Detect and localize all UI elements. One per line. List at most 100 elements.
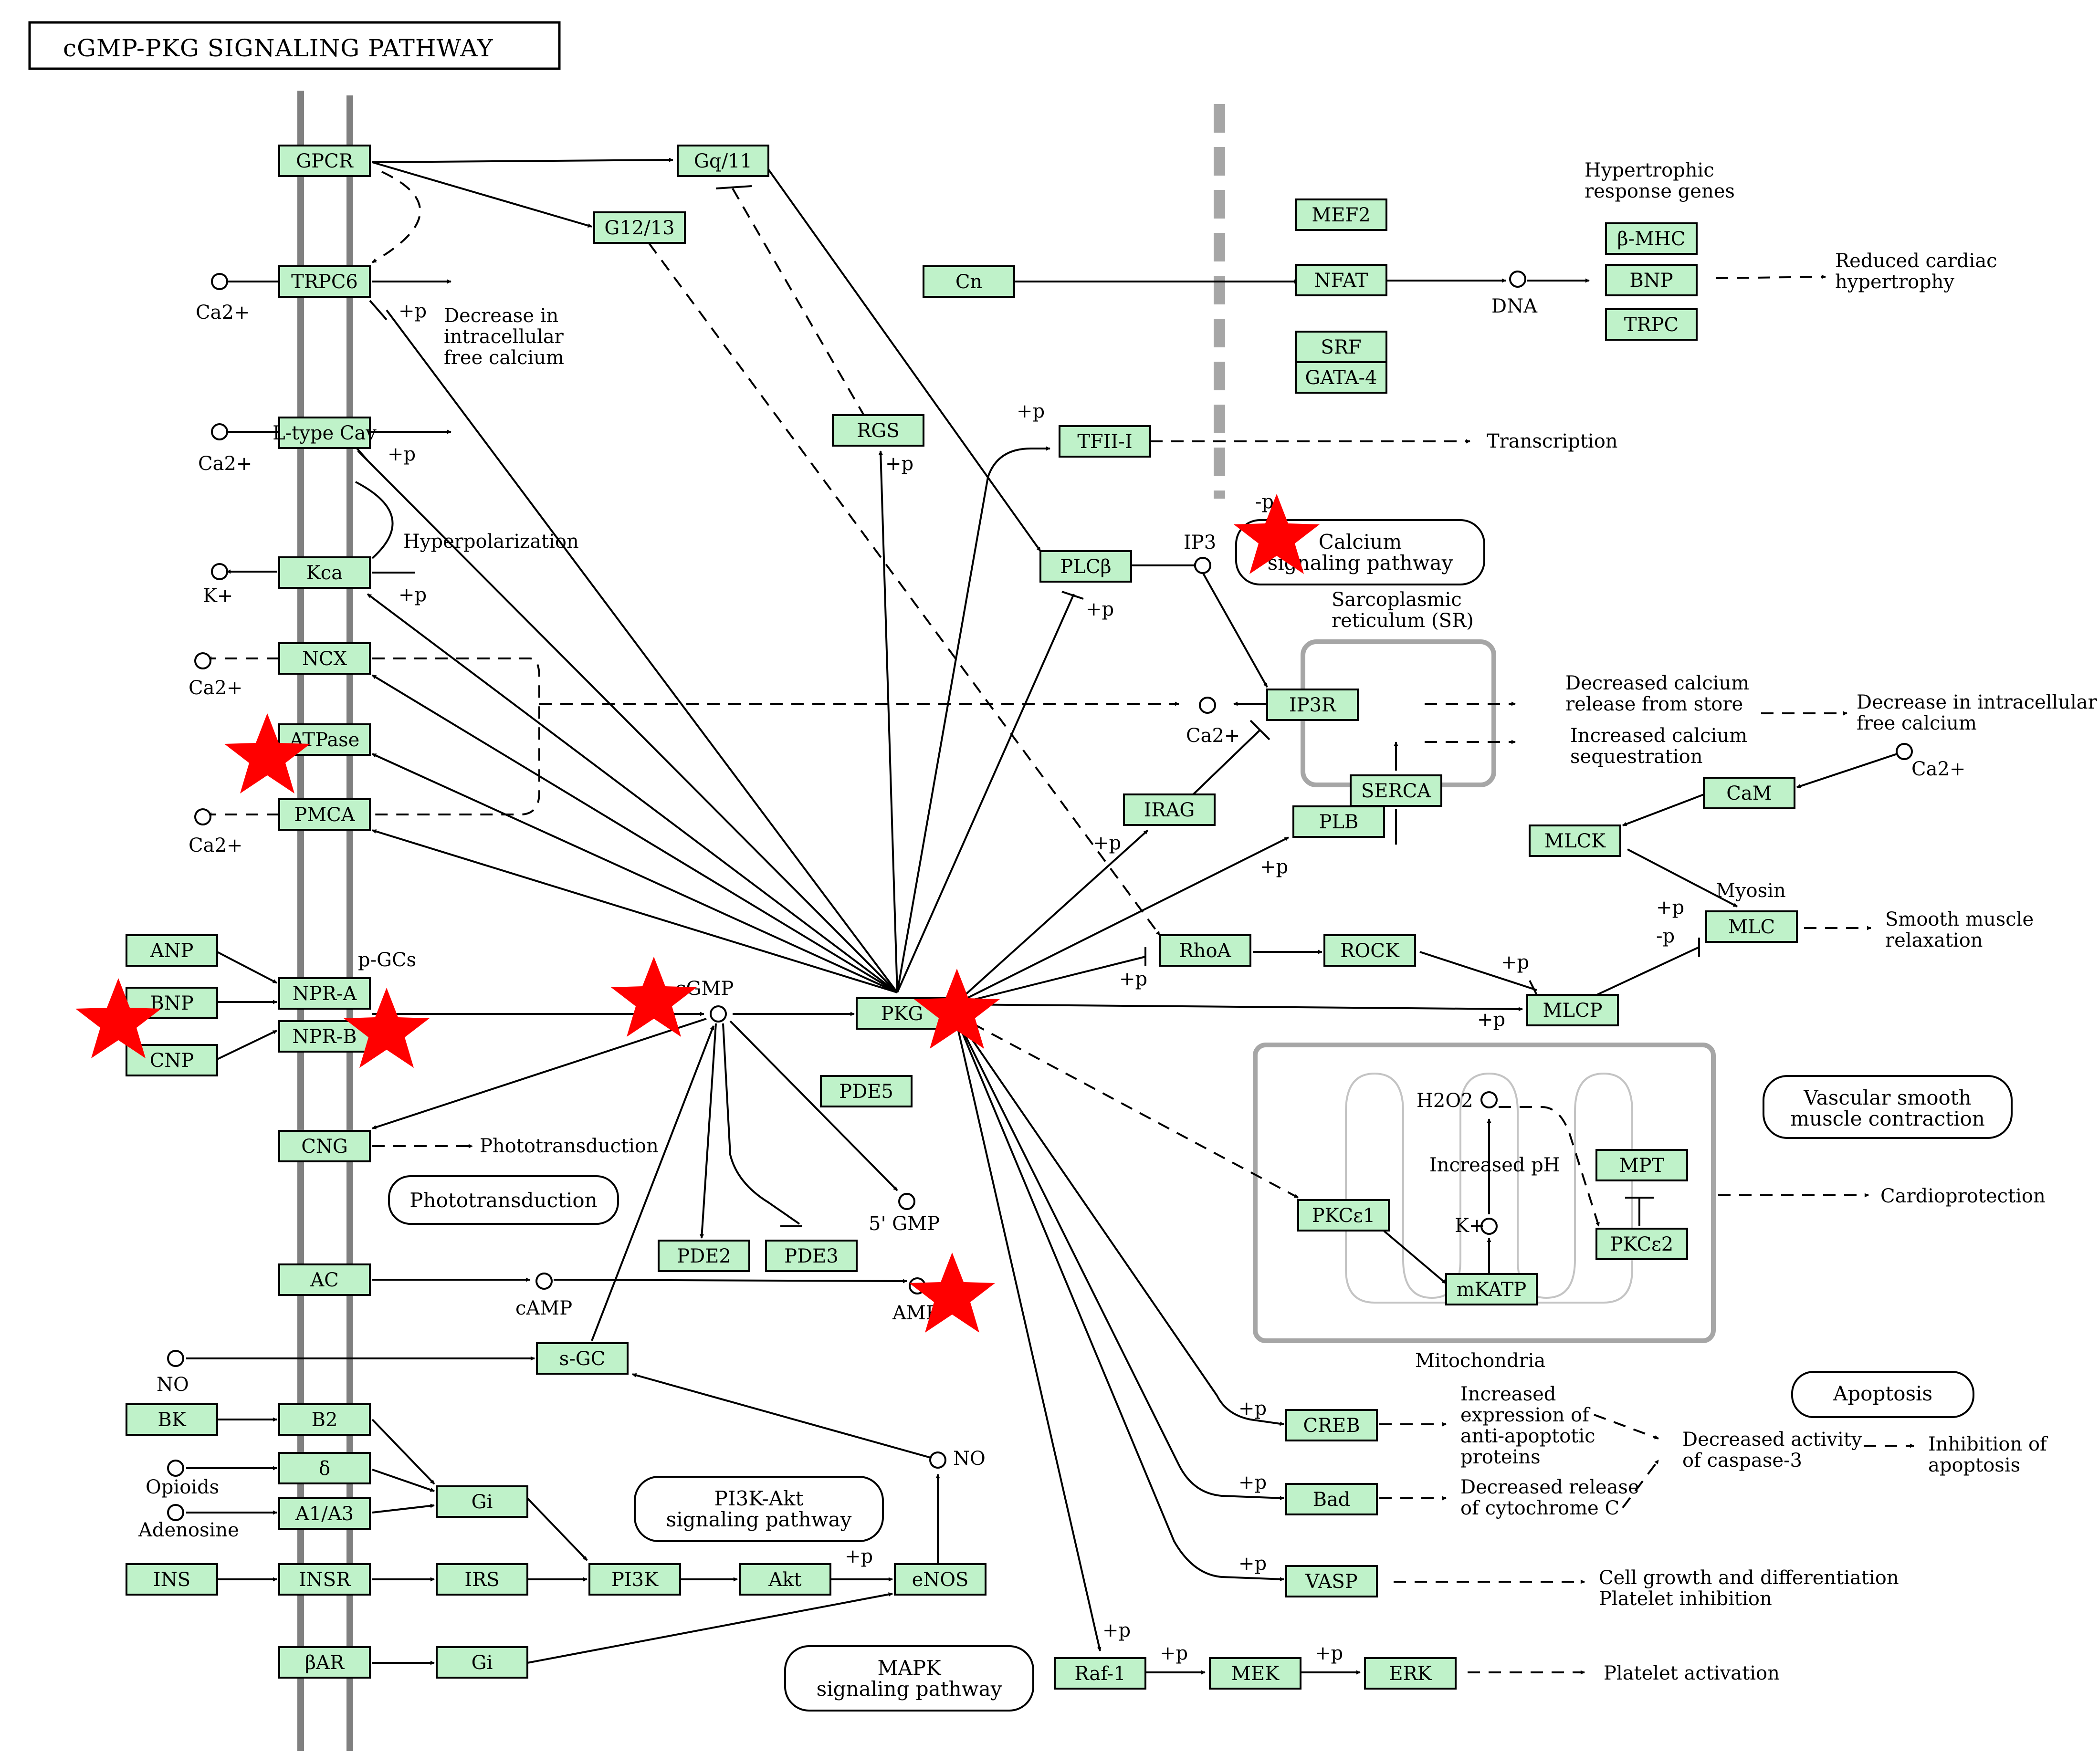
gene-rock[interactable]: ROCK	[1323, 934, 1416, 967]
gene-pde3[interactable]: PDE3	[765, 1240, 858, 1272]
compound-adenosine[interactable]	[167, 1504, 184, 1521]
compound-no-2[interactable]	[929, 1451, 946, 1469]
gene-trpc[interactable]: TRPC	[1605, 308, 1698, 341]
label-cardioprotection: Cardioprotection	[1880, 1185, 2046, 1207]
gene-rhoa[interactable]: RhoA	[1159, 934, 1251, 967]
compound-h2o2[interactable]	[1480, 1091, 1498, 1108]
compound-ca-1[interactable]	[211, 273, 228, 290]
compound-5gmp[interactable]	[898, 1193, 915, 1210]
compound-cgmp[interactable]	[710, 1005, 727, 1023]
gene-gpcr[interactable]: GPCR	[278, 145, 371, 177]
gene-delta[interactable]: δ	[278, 1452, 371, 1484]
gene-g1213[interactable]: G12/13	[593, 211, 686, 244]
compound-ca-4[interactable]	[194, 808, 211, 825]
compound-opioids[interactable]	[167, 1460, 184, 1477]
gene-mlc[interactable]: MLC	[1705, 910, 1798, 943]
svg-text:NFAT: NFAT	[1314, 270, 1368, 292]
gene-mlcp[interactable]: MLCP	[1526, 994, 1619, 1026]
gene-mkatp[interactable]: mKATP	[1445, 1273, 1538, 1305]
compound-ca-3[interactable]	[194, 652, 211, 669]
gene-mef2[interactable]: MEF2	[1295, 198, 1387, 231]
phospho-labels: +p +p +p +p +p +p -p +p +p +p +p +p +p -…	[388, 300, 1684, 1664]
gene-pi3k[interactable]: PI3K	[588, 1563, 681, 1596]
gene-serca[interactable]: SERCA	[1350, 774, 1442, 807]
label-camp: cAMP	[515, 1297, 572, 1319]
gene-mlck[interactable]: MLCK	[1529, 825, 1621, 857]
gene-sgc[interactable]: s-GC	[536, 1342, 629, 1375]
gene-bk[interactable]: BK	[126, 1403, 218, 1436]
gene-ltype-cav[interactable]: L-type Cav	[273, 417, 377, 449]
gene-plb[interactable]: PLB	[1292, 805, 1385, 838]
gene-ncx[interactable]: NCX	[278, 642, 371, 675]
gene-npra[interactable]: NPR-A	[278, 977, 371, 1010]
compound-k[interactable]	[211, 563, 228, 580]
gene-cam[interactable]: CaM	[1703, 777, 1795, 809]
label-sarcoplasmic: Sarcoplasmic reticulum (SR)	[1332, 589, 1474, 632]
compound-dna[interactable]	[1509, 271, 1526, 288]
compound-no-1[interactable]	[167, 1350, 184, 1367]
gene-pde5[interactable]: PDE5	[820, 1075, 913, 1107]
label-transcription: Transcription	[1487, 430, 1618, 452]
gene-a1a3[interactable]: A1/A3	[278, 1497, 371, 1530]
compound-ca-6[interactable]	[1896, 743, 1913, 760]
compound-k-2[interactable]	[1480, 1218, 1498, 1235]
gene-bar[interactable]: βAR	[278, 1646, 371, 1679]
gene-gata4[interactable]: GATA-4	[1295, 361, 1387, 394]
svg-text:-p: -p	[1656, 925, 1675, 947]
gene-pkce2[interactable]: PKCε2	[1595, 1228, 1688, 1260]
compound-ca-2[interactable]	[211, 423, 228, 440]
gene-pkce1[interactable]: PKCε1	[1297, 1199, 1390, 1232]
svg-text:MLCK: MLCK	[1544, 830, 1606, 852]
gene-irs[interactable]: IRS	[436, 1563, 528, 1596]
gene-trpc6[interactable]: TRPC6	[278, 265, 371, 298]
gene-gi-2[interactable]: Gi	[436, 1646, 528, 1679]
gene-rgs[interactable]: RGS	[832, 414, 924, 447]
gene-erk[interactable]: ERK	[1364, 1657, 1457, 1690]
gene-cng[interactable]: CNG	[278, 1130, 371, 1162]
gene-pde2[interactable]: PDE2	[658, 1240, 750, 1272]
gene-b2[interactable]: B2	[278, 1403, 371, 1436]
svg-text:PLB: PLB	[1319, 811, 1359, 833]
gene-insr[interactable]: INSR	[278, 1563, 371, 1596]
compound-ca-5[interactable]	[1199, 697, 1216, 714]
gene-plcb[interactable]: PLCβ	[1039, 550, 1132, 583]
gene-ac[interactable]: AC	[278, 1263, 371, 1296]
gene-nfat[interactable]: NFAT	[1295, 264, 1387, 296]
gene-enos[interactable]: eNOS	[894, 1563, 987, 1596]
gene-mek[interactable]: MEK	[1209, 1657, 1301, 1690]
gene-anp[interactable]: ANP	[126, 934, 218, 967]
svg-text:+p: +p	[1260, 856, 1288, 878]
gene-irag[interactable]: IRAG	[1123, 793, 1216, 826]
svg-text:+p: +p	[1238, 1472, 1267, 1493]
gene-mpt[interactable]: MPT	[1595, 1149, 1688, 1181]
gene-tfii[interactable]: TFII-I	[1059, 425, 1151, 458]
gene-kca[interactable]: Kca	[278, 556, 371, 589]
gene-bmhc[interactable]: β-MHC	[1605, 222, 1698, 255]
label-ca-2: Ca2+	[198, 453, 252, 475]
svg-text:RhoA: RhoA	[1179, 940, 1232, 962]
gene-akt[interactable]: Akt	[739, 1563, 831, 1596]
link-apoptosis[interactable]: Apoptosis	[1791, 1371, 1974, 1418]
gene-pmca[interactable]: PMCA	[278, 798, 371, 831]
compound-ip3[interactable]	[1194, 557, 1211, 574]
gene-cn[interactable]: Cn	[923, 265, 1015, 298]
svg-text:Phototransduction: Phototransduction	[409, 1189, 597, 1212]
link-phototransduction[interactable]: Phototransduction	[388, 1175, 619, 1225]
svg-text:VASP: VASP	[1305, 1571, 1357, 1593]
gene-ip3r[interactable]: IP3R	[1266, 689, 1359, 721]
compound-camp[interactable]	[535, 1273, 553, 1290]
gene-bnp-response[interactable]: BNP	[1605, 264, 1698, 296]
gene-raf1[interactable]: Raf-1	[1054, 1657, 1146, 1690]
label-mitochondria: Mitochondria	[1415, 1350, 1545, 1372]
gene-creb[interactable]: CREB	[1285, 1409, 1378, 1441]
gene-srf[interactable]: SRF	[1295, 331, 1387, 363]
gene-bad[interactable]: Bad	[1285, 1483, 1378, 1515]
gene-vasp[interactable]: VASP	[1285, 1565, 1378, 1597]
gene-ins[interactable]: INS	[126, 1563, 218, 1596]
gene-gq11[interactable]: Gq/11	[677, 145, 769, 177]
gene-gi-1[interactable]: Gi	[436, 1485, 528, 1518]
